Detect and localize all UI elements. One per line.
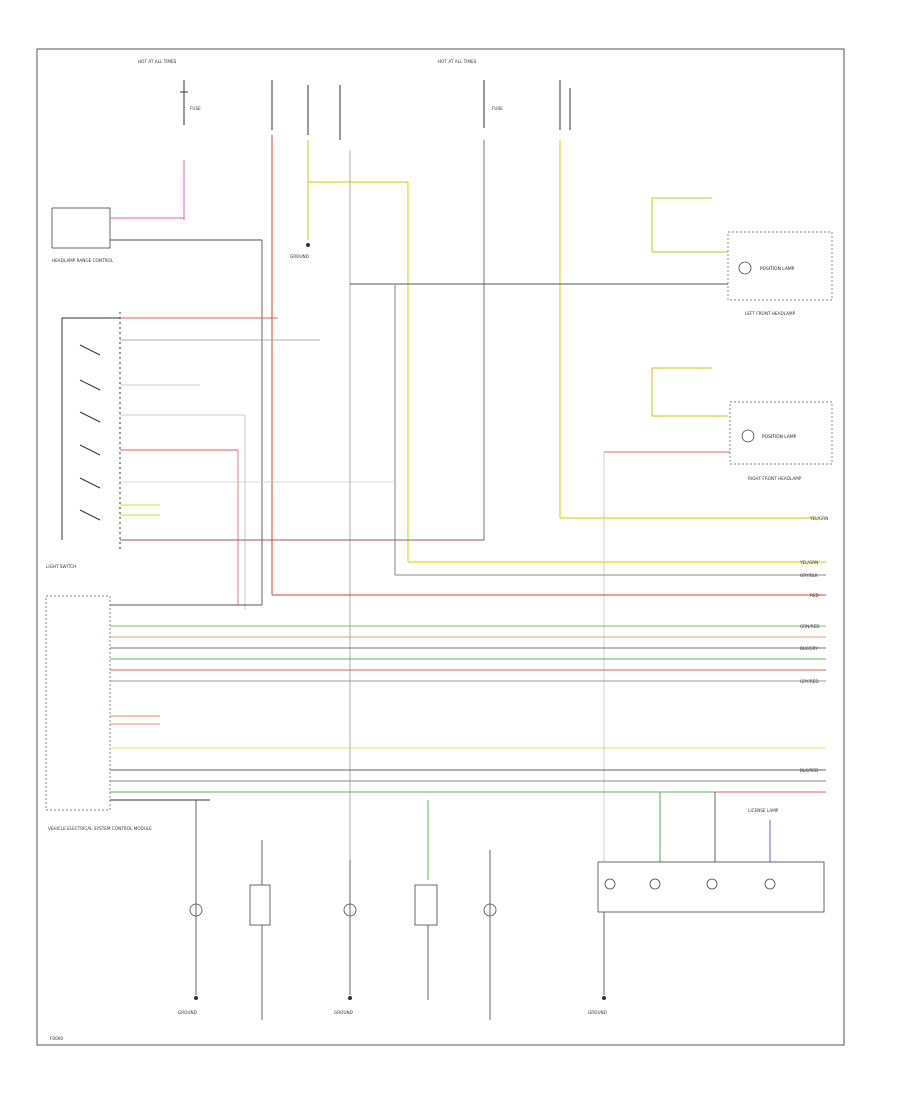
diagram-frame [36,48,845,1046]
left-front-headlamp-label: LEFT FRONT HEADLAMP [745,311,796,316]
ground-top-label: GROUND [290,254,309,259]
wire-tags: YEL/GRN YEL/GRN GRY/BLK RED GRN/RED BLK/… [799,516,828,773]
headlamp-range-label: HEADLAMP RANGE CONTROL [52,258,114,263]
module-headlamp-range [51,207,111,249]
power-supply-left: HOT AT ALL TIMES FUSE [138,59,201,125]
ground-left-label: GROUND [178,1010,197,1015]
license-lamp-label: LICENSE LAMP [748,808,779,813]
power-supply-right: HOT AT ALL TIMES FUSE [438,59,571,130]
left-front-headlamp: POSITION LAMP LEFT FRONT HEADLAMP [350,197,833,316]
ground-right-label: GROUND [588,1010,607,1015]
light-switch: LIGHT SWITCH [46,312,484,610]
wire-tag-blkgry: BLK/GRY [800,646,818,651]
wire-tag-yel: YEL/GRN [809,516,828,521]
footer-code: F0000 [50,1036,63,1041]
right-front-headlamp: POSITION LAMP RIGHT FRONT HEADLAMP [603,367,833,870]
wire-tag-grybk: GRY/BLK [800,573,818,578]
wire-tag-grnred: GRN/RED [800,624,819,629]
vehicle-control-module: VEHICLE ELECTRICAL SYSTEM CONTROL MODULE [45,595,826,831]
fuse-right-label: FUSE [492,106,503,111]
lamp-bank-right: GROUND [588,861,825,1015]
wire-tag-red: RED [810,593,819,598]
right-front-headlamp-label: RIGHT FRONT HEADLAMP [748,476,802,481]
ground-center-label: GROUND [334,1010,353,1015]
position-lamp-left-label: POSITION LAMP [760,266,795,272]
vehicle-control-module-label: VEHICLE ELECTRICAL SYSTEM CONTROL MODULE [48,826,152,831]
light-switch-label: LIGHT SWITCH [46,564,76,569]
wire-tag-gryred: GRY/RED [800,679,819,684]
hot-power-right-label: HOT AT ALL TIMES [438,59,477,64]
fuse-left-label: FUSE [190,106,201,111]
hot-power-left-label: HOT AT ALL TIMES [138,59,177,64]
wire-tag-blkred: BLK/RED [800,768,818,773]
bottom-lamps-left: GROUND GROUND [178,800,497,1020]
position-lamp-right-label: POSITION LAMP [762,434,797,440]
wire-tag-yelgrn: YEL/GRN [799,560,818,565]
power-supply-center-left [271,80,341,140]
